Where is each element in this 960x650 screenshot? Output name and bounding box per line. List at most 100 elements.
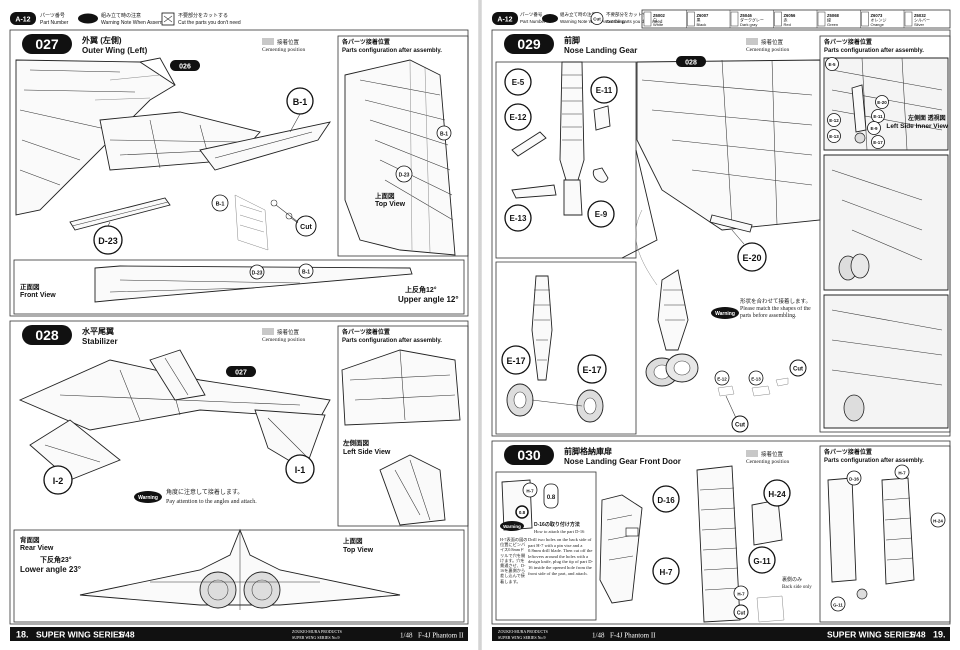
- warning-note-028: Warning 角度に注意して接着します。 Pay attention to t…: [134, 488, 257, 505]
- header-legend-left: A-12 パーツ番号 Part Number 組み立て時の注意 Warning …: [10, 12, 241, 26]
- svg-text:D-16: D-16: [657, 496, 675, 505]
- svg-text:Green: Green: [827, 22, 838, 27]
- svg-text:Warning: Warning: [138, 495, 158, 501]
- page-right: A-12 パーツ番号 Part Number 組み立て時の注意 Warning …: [482, 0, 960, 650]
- svg-text:0.8: 0.8: [519, 510, 526, 515]
- detail-part-callout: E-5: [825, 57, 839, 71]
- svg-text:I-1: I-1: [295, 465, 306, 475]
- svg-text:正面図: 正面図: [20, 282, 40, 291]
- part-callout-b1-a: B-1: [286, 87, 314, 133]
- detail-part-callout: E-17: [871, 135, 885, 149]
- part-callout: E-9: [587, 200, 615, 228]
- svg-text:Dark gray: Dark gray: [740, 22, 757, 27]
- svg-text:E-5: E-5: [828, 62, 836, 67]
- svg-text:H-24: H-24: [768, 490, 786, 499]
- part-callout-d16: D-16: [652, 485, 680, 513]
- svg-text:026: 026: [179, 64, 191, 71]
- svg-text:Cut: Cut: [737, 611, 746, 617]
- page-left: A-12 パーツ番号 Part Number 組み立て時の注意 Warning …: [0, 0, 478, 650]
- footer-left: 18. SUPER WING SERIES 1/48 ZOUKEI-MURA P…: [10, 627, 468, 641]
- svg-text:Cut the parts you don't need: Cut the parts you don't need: [606, 19, 663, 24]
- svg-text:ダークグレー: ダークグレー: [740, 17, 764, 23]
- svg-text:E-20: E-20: [742, 253, 761, 263]
- svg-text:各パーツ接着位置: 各パーツ接着位置: [341, 38, 390, 46]
- svg-text:SUPER WING SERIES: SUPER WING SERIES: [36, 630, 125, 640]
- svg-text:Cut: Cut: [593, 17, 601, 22]
- svg-text:A-12: A-12: [15, 17, 30, 24]
- detail-part-callout: E-9: [867, 121, 881, 135]
- svg-text:H-7: H-7: [660, 568, 673, 577]
- svg-text:B-1: B-1: [440, 132, 448, 138]
- svg-text:D-23: D-23: [98, 236, 118, 246]
- svg-text:Part Number: Part Number: [40, 20, 69, 26]
- svg-text:Left Side View: Left Side View: [343, 449, 391, 456]
- svg-text:SUPER WING SERIES No.9: SUPER WING SERIES No.9: [292, 635, 340, 640]
- svg-text:E-17: E-17: [506, 356, 525, 366]
- svg-text:各パーツ接着位置: 各パーツ接着位置: [823, 448, 872, 456]
- svg-text:Z6068: Z6068: [827, 13, 840, 18]
- svg-text:1/48: 1/48: [118, 630, 135, 640]
- svg-text:H-7: H-7: [526, 489, 534, 494]
- svg-text:Z6056: Z6056: [784, 13, 797, 18]
- step-027: 027 外翼 (左側) Outer Wing (Left) 接着位置 Cemen…: [9, 29, 469, 317]
- svg-text:D-23: D-23: [252, 271, 263, 277]
- step-029-number: 029: [517, 36, 541, 52]
- svg-text:Z6032: Z6032: [914, 13, 927, 18]
- detail-part-callout: E-12: [827, 113, 841, 127]
- svg-text:F-4J Phantom II: F-4J Phantom II: [418, 632, 464, 640]
- svg-text:B-1: B-1: [293, 97, 308, 107]
- svg-text:Parts configuration after asse: Parts configuration after assembly.: [342, 338, 442, 344]
- part-callout: E-5: [504, 68, 532, 96]
- svg-text:Cut: Cut: [735, 423, 745, 429]
- svg-text:Silver: Silver: [914, 22, 925, 27]
- part-callout-h7: H-7: [652, 557, 680, 585]
- svg-text:G-11: G-11: [833, 603, 843, 608]
- part-callout: E-11: [590, 76, 618, 104]
- svg-text:SUPER WING SERIES No.9: SUPER WING SERIES No.9: [498, 635, 546, 640]
- svg-text:E-12: E-12: [510, 113, 527, 122]
- svg-text:赤: 赤: [784, 18, 788, 23]
- svg-text:Front View: Front View: [20, 292, 56, 299]
- step-027-title-jp: 外翼 (左側): [82, 35, 122, 45]
- svg-text:E-5: E-5: [512, 78, 525, 87]
- svg-text:Black: Black: [697, 22, 707, 27]
- svg-text:組み立て時の注意: 組み立て時の注意: [101, 12, 141, 19]
- svg-text:D-16の取り付け方法: D-16の取り付け方法: [534, 521, 580, 528]
- footer-right: ZOUKEI-MURA PRODUCTS SUPER WING SERIES N…: [492, 627, 950, 641]
- svg-text:E-17: E-17: [873, 140, 883, 145]
- svg-text:Nose Landing Gear: Nose Landing Gear: [564, 46, 637, 55]
- svg-text:上面図: 上面図: [343, 536, 363, 545]
- svg-text:E-13: E-13: [829, 134, 839, 139]
- svg-text:E-9: E-9: [595, 210, 608, 219]
- svg-text:H-7: H-7: [737, 592, 745, 597]
- svg-text:Cut the parts you don't need: Cut the parts you don't need: [178, 20, 241, 26]
- step-029: 029 前脚 Nose Landing Gear 接着位置 Cementing …: [491, 29, 951, 437]
- svg-text:1/48: 1/48: [400, 632, 413, 640]
- detail-part-callout: E-11: [871, 109, 885, 123]
- svg-text:Cut: Cut: [793, 367, 803, 373]
- svg-text:Pay attention to the angles an: Pay attention to the angles and attach.: [166, 499, 257, 505]
- cut-label-027: Cut: [300, 224, 312, 231]
- svg-text:白: 白: [653, 17, 657, 23]
- svg-text:Z6002: Z6002: [653, 13, 666, 18]
- svg-text:028: 028: [685, 60, 697, 67]
- svg-text:Cementing position: Cementing position: [262, 337, 305, 343]
- svg-text:Parts configuration after asse: Parts configuration after assembly.: [342, 48, 442, 54]
- part-callout-i1: I-1: [285, 454, 315, 484]
- svg-text:上反角12°: 上反角12°: [405, 285, 437, 294]
- svg-text:D-23: D-23: [399, 173, 410, 179]
- warning-note-029: Warning 形状を合わせて接着します。 Please match the s…: [711, 297, 811, 319]
- svg-text:B-1: B-1: [302, 270, 310, 276]
- svg-text:E-9: E-9: [870, 126, 878, 131]
- part-callout: E-13: [504, 204, 532, 232]
- svg-text:A-12: A-12: [497, 17, 512, 24]
- svg-text:H-24: H-24: [933, 519, 943, 524]
- svg-text:F-4J Phantom II: F-4J Phantom II: [610, 632, 656, 640]
- cut-detail-029: E-12 E-13 Cut Cut: [714, 359, 807, 433]
- svg-text:黒: 黒: [697, 18, 701, 23]
